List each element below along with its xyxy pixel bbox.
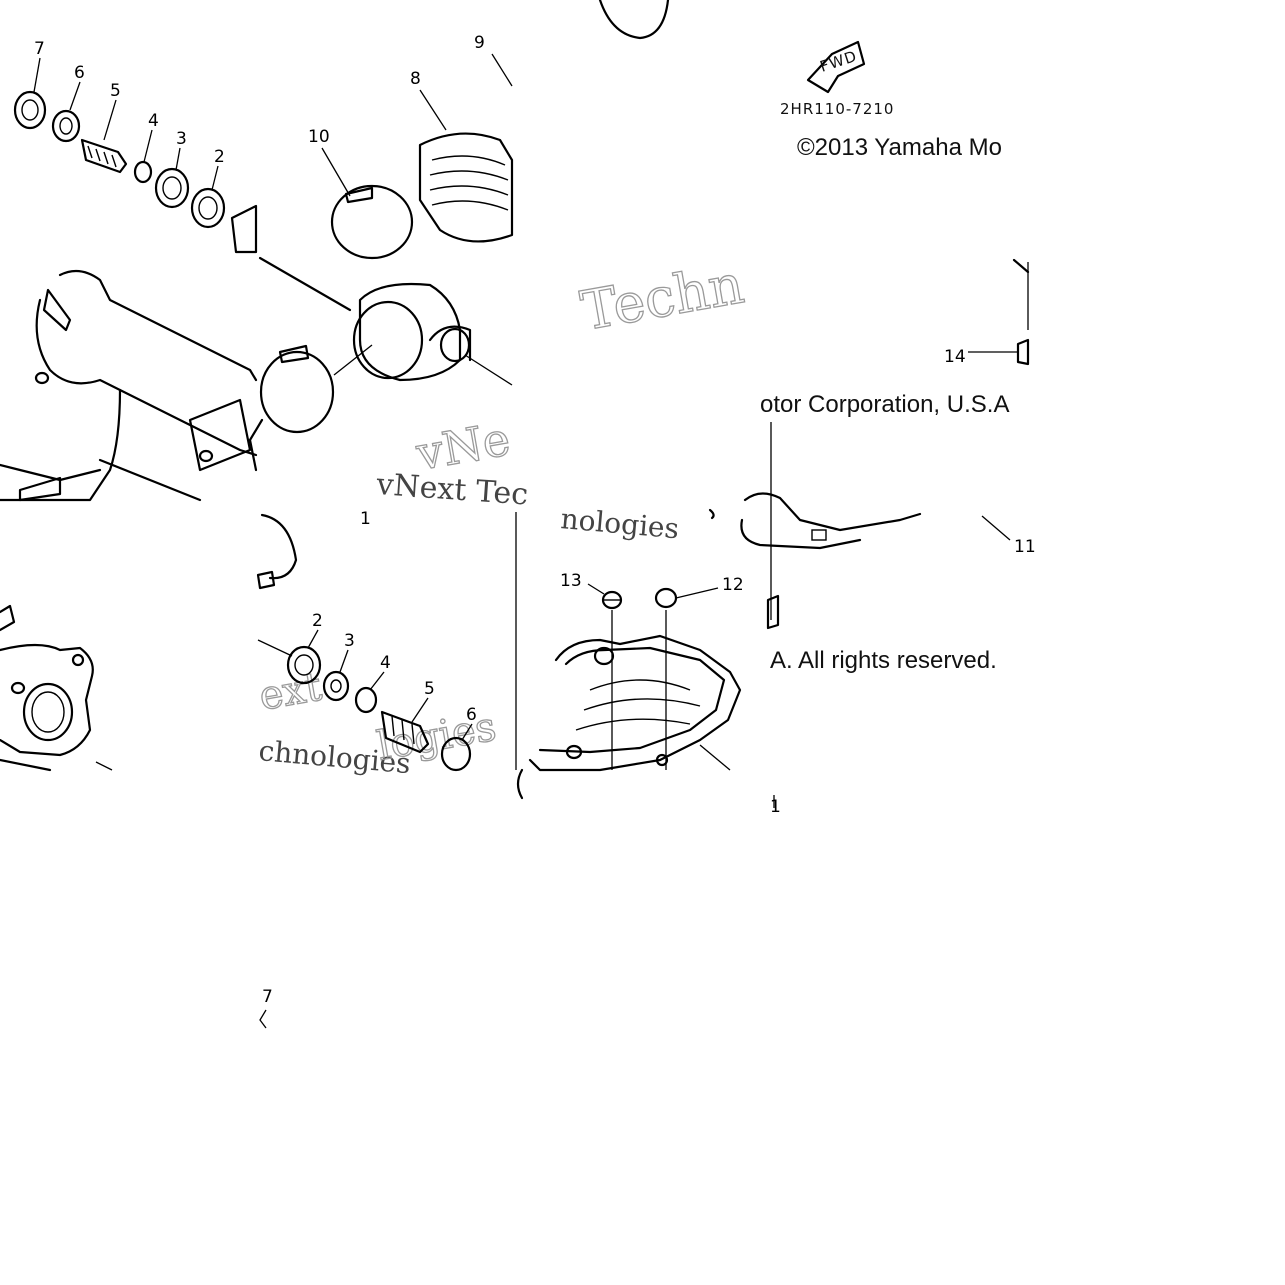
watermark-fragment: nologies (559, 502, 680, 545)
callout-3: 3 (176, 129, 187, 149)
callout-6: 6 (74, 63, 85, 83)
callout-11: 11 (1014, 537, 1036, 557)
callout-10: 10 (308, 127, 330, 147)
watermark-fragment: Techn (576, 252, 748, 342)
callout-3: 3 (344, 631, 355, 651)
callout-12: 12 (722, 575, 744, 595)
callout-14: 14 (944, 347, 966, 367)
callout-2: 2 (214, 147, 225, 167)
boot-and-clamps (248, 0, 670, 472)
copyright-line-2: otor Corporation, U.S.A (760, 391, 1009, 418)
callout-6: 6 (466, 705, 477, 725)
cover-with-plugs (515, 512, 742, 800)
callout-7: 7 (34, 39, 45, 59)
seal-bearing-stack-bottom (256, 513, 472, 772)
part-code: 2HR110-7210 (780, 100, 894, 118)
callout-4: 4 (380, 653, 391, 673)
callout-8: 8 (410, 69, 421, 89)
axle-housing-top (0, 269, 258, 502)
fwd-label: FWD (818, 47, 860, 76)
callout-2: 2 (312, 611, 323, 631)
callout-1: 1 (360, 509, 371, 529)
callout-7: 7 (262, 987, 273, 1007)
callouts-bottom-right: 13 12 (560, 571, 744, 595)
callout-1: 1 (770, 797, 781, 817)
callout-5: 5 (424, 679, 435, 699)
callout-5: 5 (110, 81, 121, 101)
callouts-top-left: 7 6 5 4 3 2 (33, 39, 225, 191)
watermark-fragment: logies (374, 704, 500, 770)
fwd-arrow: FWD (806, 40, 866, 94)
callouts-bottom-mid: 2 3 4 5 6 (307, 611, 477, 741)
callouts-top-mid: 9 8 10 (308, 33, 513, 197)
callout-9: 9 (474, 33, 485, 53)
copyright-line-3: A. All rights reserved. (770, 647, 997, 674)
callouts-misc: 1 1 1 7 (259, 509, 781, 1029)
copyright-line-1: ©2013 Yamaha Mo (797, 134, 1002, 161)
seal-bearing-stack-top (13, 90, 258, 254)
right-partial-parts: 14 11 (708, 258, 1036, 808)
callout-13: 13 (560, 571, 582, 591)
watermark-fragment: vNe (412, 411, 514, 481)
callout-4: 4 (148, 111, 159, 131)
housing-flange-bottom (0, 604, 113, 772)
